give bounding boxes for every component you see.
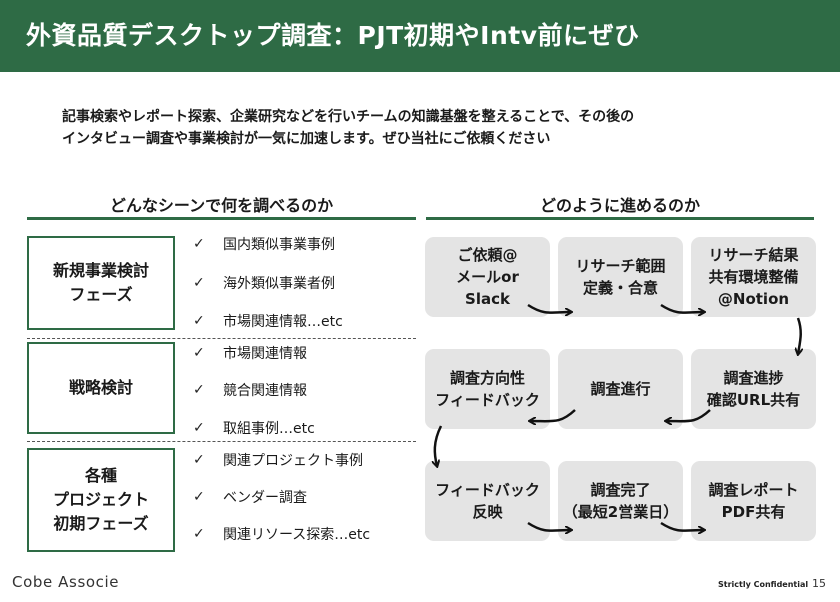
checklist-item: ✓ 市場関連情報: [193, 343, 307, 363]
checklist-item: ✓ ベンダー調査: [193, 487, 307, 507]
left-section-underline: [27, 217, 416, 220]
checklist-item-text: ベンダー調査: [223, 490, 307, 506]
flow-step-text: リサーチ範囲 定義・合意: [575, 257, 666, 297]
flow-step-text: 調査進行: [590, 380, 651, 398]
check-icon: ✓: [193, 275, 205, 291]
intro-line-1: 記事検索やレポート探索、企業研究などを行いチームの知識基盤を整えることで、その後…: [62, 109, 635, 125]
flow-step-pdf: 調査レポート PDF共有: [691, 461, 816, 541]
checklist-item: ✓ 国内類似事業事例: [193, 234, 335, 254]
flow-step-text: フィードバック 反映: [435, 481, 540, 521]
flow-step-text: 調査レポート PDF共有: [708, 481, 799, 521]
checklist-item-text: 競合関連情報: [223, 383, 307, 399]
scene-label-project-initial: 各種 プロジェクト 初期フェーズ: [27, 448, 175, 552]
flow-step-direction-feedback: 調査方向性 フィードバック: [425, 349, 550, 429]
divider: [27, 441, 416, 442]
right-section-title: どのように進めるのか: [539, 196, 700, 215]
check-icon: ✓: [193, 345, 205, 361]
checklist-item-text: 海外類似事業者例: [223, 276, 335, 292]
checklist-item: ✓ 海外類似事業者例: [193, 273, 335, 293]
checklist-item-text: 市場関連情報: [223, 346, 307, 362]
checklist-item-text: 関連リソース探索…etc: [223, 527, 371, 543]
flow-step-progress-url: 調査進捗 確認URL共有: [691, 349, 816, 429]
checklist-item: ✓ 市場関連情報…etc: [193, 311, 343, 331]
scene-label-new-business: 新規事業検討 フェーズ: [27, 236, 175, 330]
checklist-item-text: 国内類似事業事例: [223, 237, 335, 253]
check-icon: ✓: [193, 236, 205, 252]
page-title: 外資品質デスクトップ調査：PJT初期やIntv前にぜひ: [26, 21, 640, 50]
check-icon: ✓: [193, 382, 205, 398]
scene-label-strategy: 戦略検討: [27, 342, 175, 434]
arrow-down-icon: [435, 425, 443, 466]
intro-text: 記事検索やレポート探索、企業研究などを行いチームの知識基盤を整えることで、その後…: [62, 106, 634, 150]
checklist-item: ✓ 取組事例…etc: [193, 418, 315, 438]
scene-label-text: 戦略検討: [68, 378, 133, 397]
flow-step-text: 調査完了 （最短2営業日）: [562, 481, 679, 521]
flow-step-text: ご依頼@ メールor Slack: [456, 246, 519, 308]
right-section-underline: [426, 217, 814, 220]
left-section-title: どんなシーンで何を調べるのか: [109, 196, 334, 215]
intro-line-2: インタビュー調査や事業検討が一気に加速します。ぜひ当社にご依頼ください: [62, 131, 551, 147]
checklist-item: ✓ 関連プロジェクト事例: [193, 450, 363, 470]
flow-step-text: 調査進捗 確認URL共有: [706, 369, 801, 409]
flow-step-text: 調査方向性 フィードバック: [435, 369, 540, 409]
page-number: 15: [812, 577, 826, 590]
checklist-item-text: 関連プロジェクト事例: [223, 453, 363, 469]
check-icon: ✓: [193, 526, 205, 542]
flow-step-scope: リサーチ範囲 定義・合意: [558, 237, 683, 317]
check-icon: ✓: [193, 420, 205, 436]
header-bar: 外資品質デスクトップ調査：PJT初期やIntv前にぜひ: [0, 0, 840, 72]
flow-step-request: ご依頼@ メールor Slack: [425, 237, 550, 317]
divider: [27, 338, 416, 339]
checklist-item-text: 取組事例…etc: [223, 421, 315, 437]
checklist-item: ✓ 関連リソース探索…etc: [193, 524, 370, 544]
scene-label-text: 新規事業検討 フェーズ: [52, 261, 149, 304]
flow-step-progress: 調査進行: [558, 349, 683, 429]
company-logo: Cobe Associe: [12, 573, 120, 591]
checklist-item: ✓ 競合関連情報: [193, 380, 307, 400]
check-icon: ✓: [193, 489, 205, 505]
checklist-item-text: 市場関連情報…etc: [223, 314, 343, 330]
flow-step-feedback-apply: フィードバック 反映: [425, 461, 550, 541]
check-icon: ✓: [193, 313, 205, 329]
confidential-label: Strictly Confidential: [718, 580, 809, 589]
flow-step-text: リサーチ結果 共有環境整備 @Notion: [708, 246, 799, 308]
check-icon: ✓: [193, 452, 205, 468]
flow-step-notion: リサーチ結果 共有環境整備 @Notion: [691, 237, 816, 317]
scene-label-text: 各種 プロジェクト 初期フェーズ: [52, 466, 149, 533]
flow-step-complete: 調査完了 （最短2営業日）: [558, 461, 683, 541]
